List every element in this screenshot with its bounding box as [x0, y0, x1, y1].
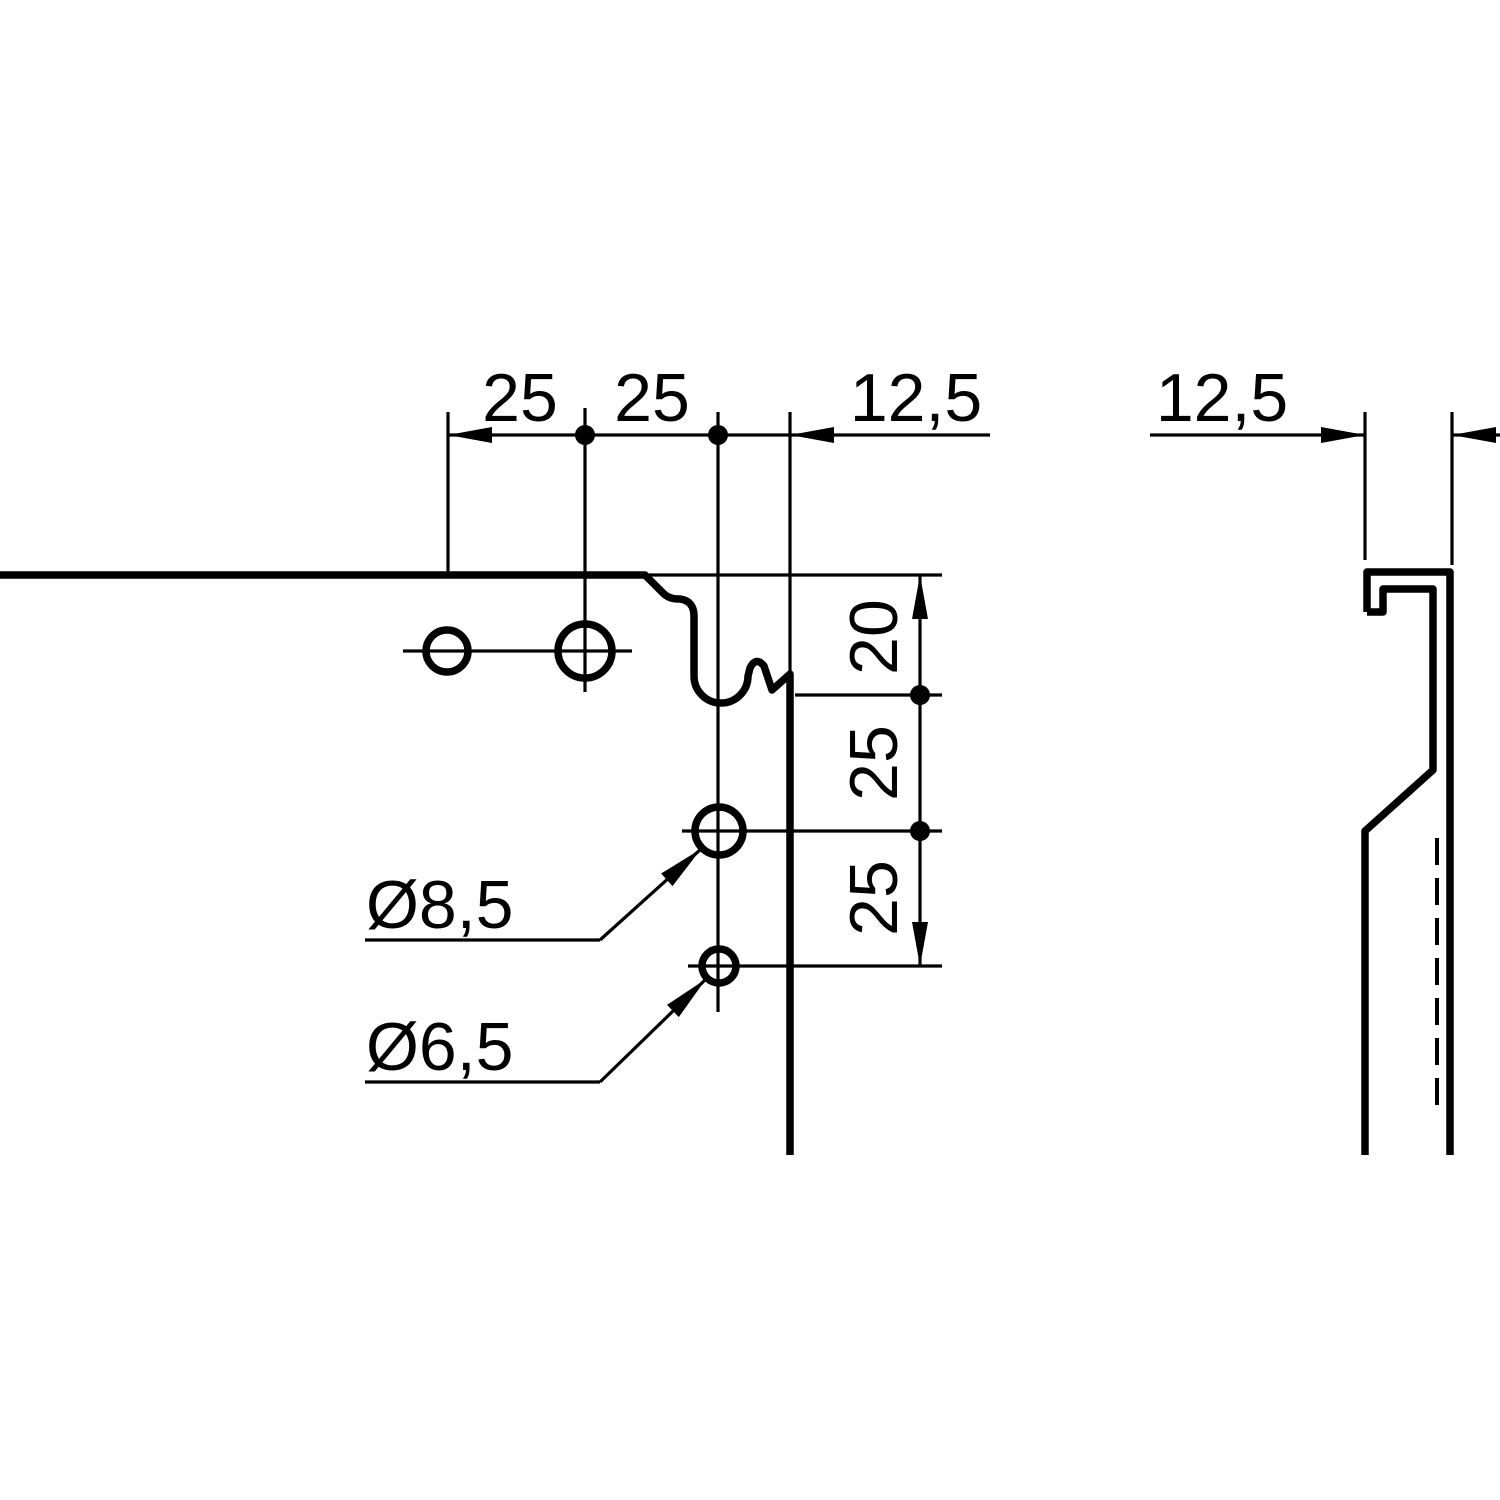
side-profile-outer — [1363, 568, 1454, 1155]
hole-top-left — [422, 626, 472, 676]
dim-label-25-first: 25 — [482, 360, 558, 436]
dim-label-12-5-side: 12,5 — [1156, 360, 1288, 436]
dim-label-25-upper: 25 — [836, 725, 912, 801]
hole-callouts: Ø8,5 Ø6,5 — [365, 847, 708, 1085]
leader-arrow-8-5 — [661, 849, 701, 887]
side-view: 12,5 — [1150, 360, 1500, 1155]
dim-label-12-5-front: 12,5 — [850, 360, 982, 436]
top-dimension-chain: 25 25 12,5 — [448, 360, 990, 445]
side-dimension: 12,5 — [1150, 360, 1500, 443]
leader-arrow-6-5 — [667, 979, 706, 1018]
panel-outline — [0, 571, 794, 1155]
dim-arrow-left-25 — [448, 427, 492, 443]
front-view: 25 25 12,5 20 25 25 Ø8,5 — [0, 360, 990, 1155]
dim-arrow-left-side — [1452, 427, 1496, 443]
hole-top-right — [554, 620, 616, 682]
dim-dot-25-25 — [910, 821, 930, 841]
dim-arrow-left-12-5 — [790, 427, 834, 443]
hole-label-dia-6-5: Ø6,5 — [366, 1009, 513, 1085]
dim-dot-hole2 — [575, 425, 595, 445]
dim-arrow-down-25 — [912, 922, 928, 966]
vertical-dimension-chain: 20 25 25 — [836, 575, 930, 966]
dim-label-20: 20 — [836, 599, 912, 675]
dim-label-25-second: 25 — [614, 360, 690, 436]
side-profile-inner — [1361, 585, 1437, 1155]
dim-arrow-right-side — [1321, 427, 1365, 443]
dim-dot-notch — [708, 425, 728, 445]
dim-arrow-up-20 — [912, 575, 928, 619]
hole-dia-8-5 — [691, 803, 747, 859]
extension-centerlines — [403, 408, 942, 1012]
dim-dot-20-25 — [910, 685, 930, 705]
hole-label-dia-8-5: Ø8,5 — [366, 867, 513, 943]
dim-label-25-lower: 25 — [836, 860, 912, 936]
hole-dia-6-5 — [698, 945, 740, 987]
